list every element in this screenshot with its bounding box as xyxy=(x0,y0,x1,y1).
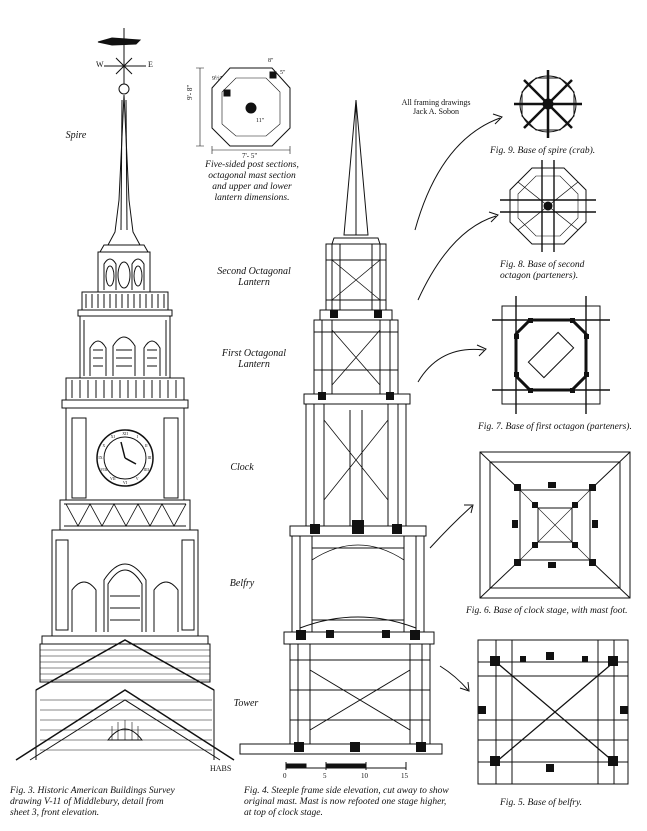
habs-mark: HABS xyxy=(210,764,232,773)
caption-fig3: Fig. 3. Historic American Buildings Surv… xyxy=(10,786,175,818)
habs-front-elevation xyxy=(15,28,235,761)
plan-note: Five-sided post sections, octagonal mast… xyxy=(205,160,299,203)
first-lantern xyxy=(61,315,189,409)
steeple-frame-elevation xyxy=(239,99,443,770)
joint-blocks xyxy=(294,310,426,752)
plan-dim-top-left: 9½" xyxy=(212,76,222,82)
plan-dim-small: 5" xyxy=(280,70,286,76)
caption-fig4: Fig. 4. Steeple frame side elevation, cu… xyxy=(244,786,449,818)
fig9-spire-base-plan xyxy=(514,70,582,138)
plan-dim-side: 11" xyxy=(256,118,265,124)
fig5-belfry-plan xyxy=(477,639,629,785)
caption-fig6: Fig. 6. Base of clock stage, with mast f… xyxy=(466,606,628,616)
clock-numeral: II xyxy=(144,442,148,448)
clock-numeral: VI xyxy=(122,479,128,485)
compass-east: E xyxy=(148,60,153,69)
weathervane xyxy=(97,28,146,95)
clock-numeral: XI xyxy=(110,433,115,439)
label-spire: Spire xyxy=(65,130,87,141)
fig6-clock-stage-plan xyxy=(479,451,631,599)
spire xyxy=(107,94,141,246)
clock-numeral: I xyxy=(136,433,138,439)
clock-numeral: IX xyxy=(98,455,103,460)
scale-tick-10: 10 xyxy=(361,772,368,780)
drawing-credit: All framing drawings Jack A. Sobon xyxy=(401,98,471,116)
label-tower: Tower xyxy=(233,698,259,709)
plan-dim-left: 9'- 8" xyxy=(186,84,194,100)
tower-base xyxy=(15,639,235,761)
caption-fig9: Fig. 9. Base of spire (crab). xyxy=(490,146,596,156)
label-belfry: Belfry xyxy=(229,578,255,589)
fig7-first-octagon-plan xyxy=(492,296,610,414)
clock-numeral: V xyxy=(135,476,139,482)
caption-fig5: Fig. 5. Base of belfry. xyxy=(500,798,583,808)
clock-numeral: III xyxy=(147,455,152,460)
clock-numeral: VII xyxy=(109,476,116,482)
scale-bar xyxy=(285,762,407,770)
clock-numeral: X xyxy=(102,442,106,448)
second-lantern xyxy=(77,251,173,317)
scale-tick-5: 5 xyxy=(323,772,327,780)
clock-numeral: IIII xyxy=(143,467,149,473)
octagon-plan-detail xyxy=(196,67,291,154)
label-first-lantern: First Octagonal Lantern xyxy=(221,348,287,370)
clock-numeral: XII xyxy=(122,430,128,436)
clock-numeral: VIII xyxy=(100,467,108,473)
compass-west: W xyxy=(96,60,104,69)
leader-arrows xyxy=(414,113,503,692)
belfry xyxy=(41,529,209,645)
clock-stage xyxy=(59,407,191,531)
scale-tick-15: 15 xyxy=(401,772,408,780)
fig8-second-octagon-plan xyxy=(500,160,596,252)
plan-dim-bottom: 7'- 5" xyxy=(242,152,258,160)
label-clock: Clock xyxy=(230,462,254,473)
label-second-lantern: Second Octagonal Lantern xyxy=(217,266,291,288)
caption-fig8: Fig. 8. Base of second octagon (partener… xyxy=(500,260,585,281)
plan-dim-top: 8" xyxy=(268,58,274,64)
scale-tick-0: 0 xyxy=(283,772,287,780)
caption-fig7: Fig. 7. Base of first octagon (parteners… xyxy=(478,422,632,432)
